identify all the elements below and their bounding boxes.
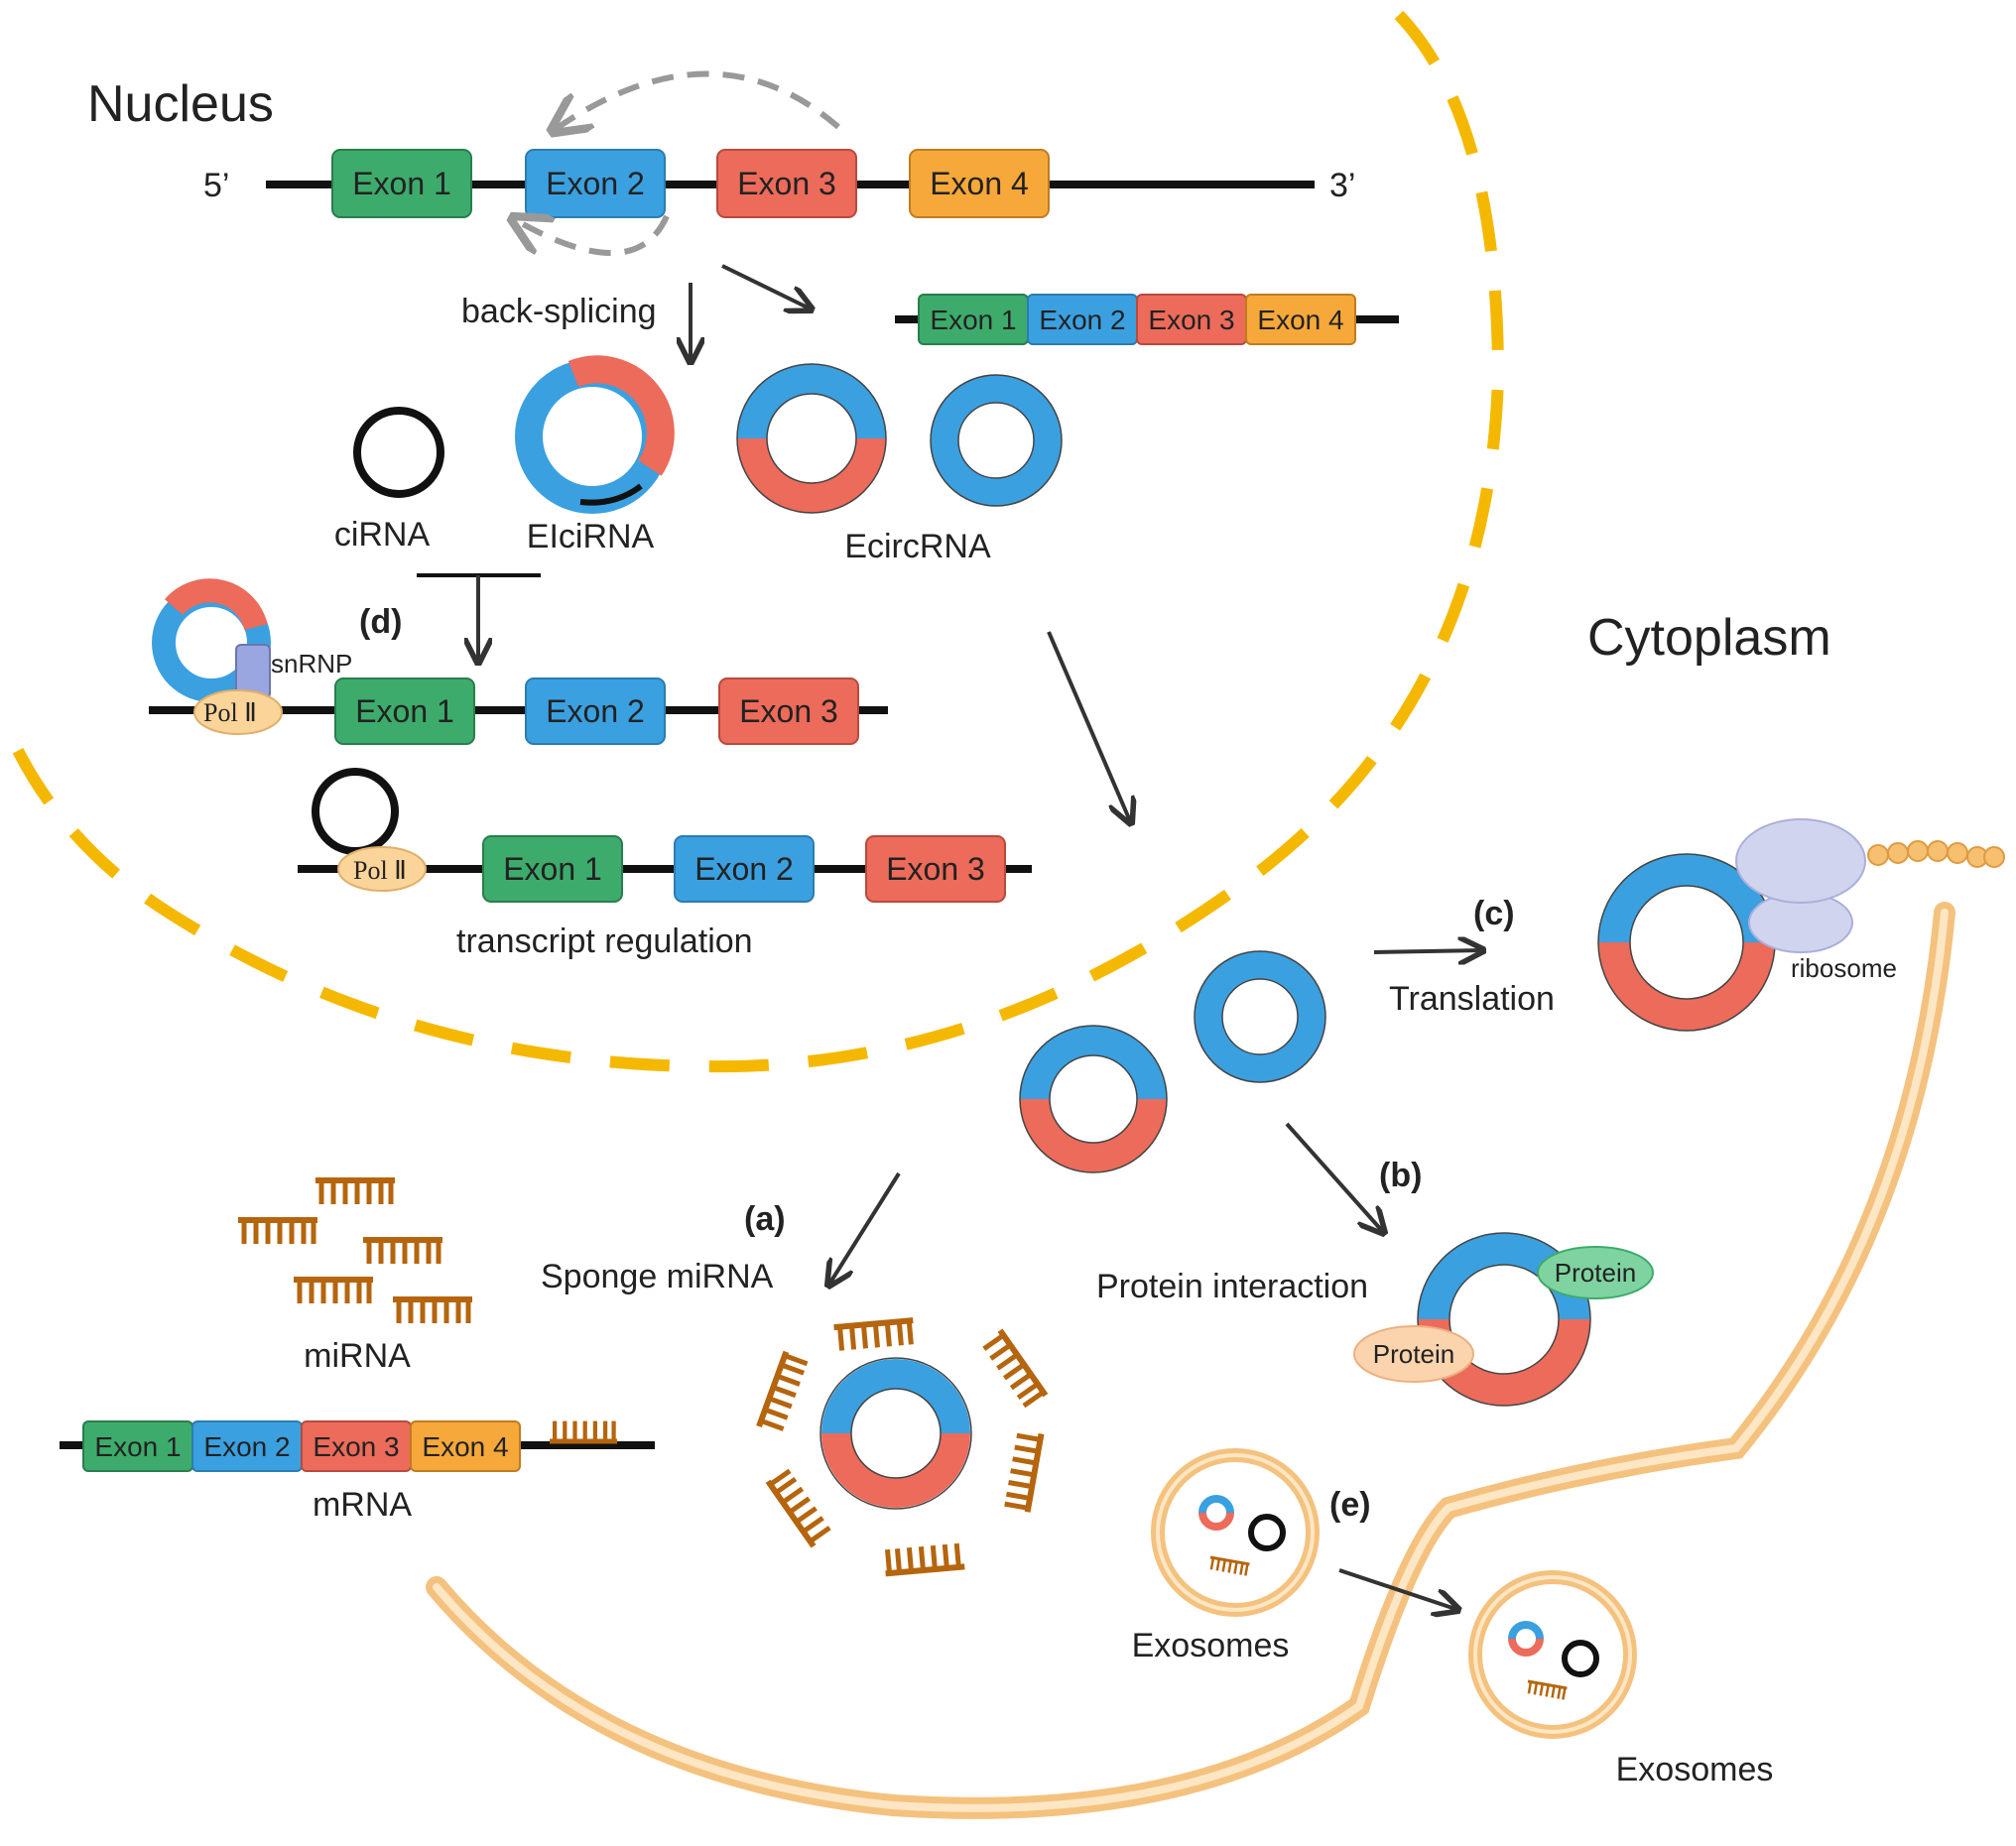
exon-2-box [525, 149, 666, 218]
exon-3-label: Exon 3 [737, 166, 836, 201]
tag-c: (c) [1473, 895, 1515, 932]
linear-exon-2: Exon 2 [1039, 305, 1125, 335]
pre-mrna: 5’ 3’ Exon 1 Exon 2 Exon 3 Exon 4 [203, 149, 1355, 218]
exosomes-label-2: Exosomes [1616, 1751, 1774, 1788]
reg2-exon-1: Exon 1 [503, 851, 602, 887]
cyto-circrna-two-exon [1019, 1025, 1168, 1173]
back-splicing-arrow-outer [556, 70, 840, 129]
snrnp-label: snRNP [271, 649, 352, 678]
exosome-2 [1468, 1570, 1637, 1739]
nuclear-membrane [4, 10, 1505, 1073]
reg2-exon-2: Exon 2 [694, 851, 794, 887]
arrow-to-linear [721, 264, 812, 309]
back-splicing-label: back-splicing [461, 293, 657, 330]
exosome-1 [1151, 1448, 1320, 1617]
tag-b: (b) [1379, 1157, 1422, 1194]
protein-green [1537, 1246, 1654, 1299]
elcirna-label: EIciRNA [527, 518, 655, 555]
regulation-row-2: Pol Ⅱ Exon 1 Exon 2 Exon 3 [298, 768, 1032, 903]
cyto-circrna-single-exon [1194, 950, 1326, 1083]
translation-arrow [1373, 950, 1483, 952]
mrna-exon-4: Exon 4 [422, 1431, 508, 1462]
ecircrna-single-exon [930, 374, 1063, 507]
reg1-exon-1: Exon 1 [355, 693, 454, 729]
protein-interaction-label: Protein interaction [1096, 1268, 1368, 1305]
mrna-strand: Exon 1 Exon 2 Exon 3 Exon 4 [60, 1421, 655, 1472]
exon-1-label: Exon 1 [352, 166, 451, 201]
protein-peach-label: Protein [1373, 1339, 1454, 1369]
ribosome [1735, 818, 1866, 953]
pol-ii-ellipse-1 [193, 689, 283, 735]
cirna-circle [353, 407, 444, 498]
linear-spliced-rna: Exon 1 Exon 2 Exon 3 Exon 4 [895, 294, 1399, 345]
pol-ii-label-1: Pol Ⅱ [203, 698, 257, 727]
exon-3-box [716, 149, 857, 218]
peptide-chain [1867, 840, 2005, 868]
sponge-mirna-label: Sponge miRNA [541, 1258, 774, 1295]
pol-ii-label-2: Pol Ⅱ [353, 856, 407, 885]
mrna-exon-1: Exon 1 [94, 1431, 181, 1462]
regulation-row-1: snRNP Pol Ⅱ Exon 1 Exon 2 Exon 3 [149, 578, 888, 745]
elcirna-circle [515, 355, 675, 514]
linear-exon-4: Exon 4 [1257, 305, 1343, 335]
exosomes-label-1: Exosomes [1132, 1627, 1290, 1664]
sponge-arrow [828, 1171, 901, 1286]
tag-e: (e) [1329, 1486, 1371, 1524]
translation-circrna [1597, 853, 1776, 1032]
transcript-regulation-label: transcript regulation [456, 923, 753, 960]
exon-2-label: Exon 2 [546, 166, 645, 201]
free-mirnas [238, 1180, 472, 1323]
exon-4-box [909, 149, 1050, 218]
exon-4-label: Exon 4 [930, 166, 1029, 201]
ribosome-label: ribosome [1791, 953, 1897, 983]
reg1-exon-3: Exon 3 [739, 693, 838, 729]
cytoplasm-title: Cytoplasm [1587, 609, 1831, 667]
protein-peach [1353, 1325, 1474, 1383]
export-arrow [1047, 631, 1131, 823]
mrna-label: mRNA [313, 1486, 412, 1524]
reg2-exon-3: Exon 3 [886, 851, 985, 887]
tag-a: (a) [744, 1200, 786, 1238]
linear-exon-1: Exon 1 [930, 305, 1016, 335]
exon-1-box [331, 149, 472, 218]
cell-membrane [426, 902, 1955, 1819]
three-prime-label: 3’ [1329, 167, 1355, 204]
cirna-label: ciRNA [334, 516, 431, 554]
back-splicing-arrow-inner [516, 216, 670, 256]
pol-ii-ellipse-2 [337, 846, 427, 892]
linear-exon-3: Exon 3 [1148, 305, 1234, 335]
tag-d: (d) [359, 603, 402, 641]
nucleus-title: Nucleus [87, 75, 274, 133]
mrna-exon-2: Exon 2 [203, 1431, 290, 1462]
five-prime-label: 5’ [203, 167, 229, 204]
translation-label: Translation [1389, 980, 1555, 1018]
exosome-arrow [1338, 1568, 1458, 1610]
ecircrna-label: EcircRNA [844, 528, 991, 565]
protein-arrow [1285, 1122, 1384, 1233]
mrna-exon-3: Exon 3 [313, 1431, 399, 1462]
mirna-label: miRNA [304, 1337, 411, 1375]
sponge-circrna [819, 1357, 972, 1510]
ecircrna-two-exon [736, 363, 887, 514]
reg1-exon-2: Exon 2 [546, 693, 645, 729]
protein-green-label: Protein [1555, 1258, 1636, 1288]
